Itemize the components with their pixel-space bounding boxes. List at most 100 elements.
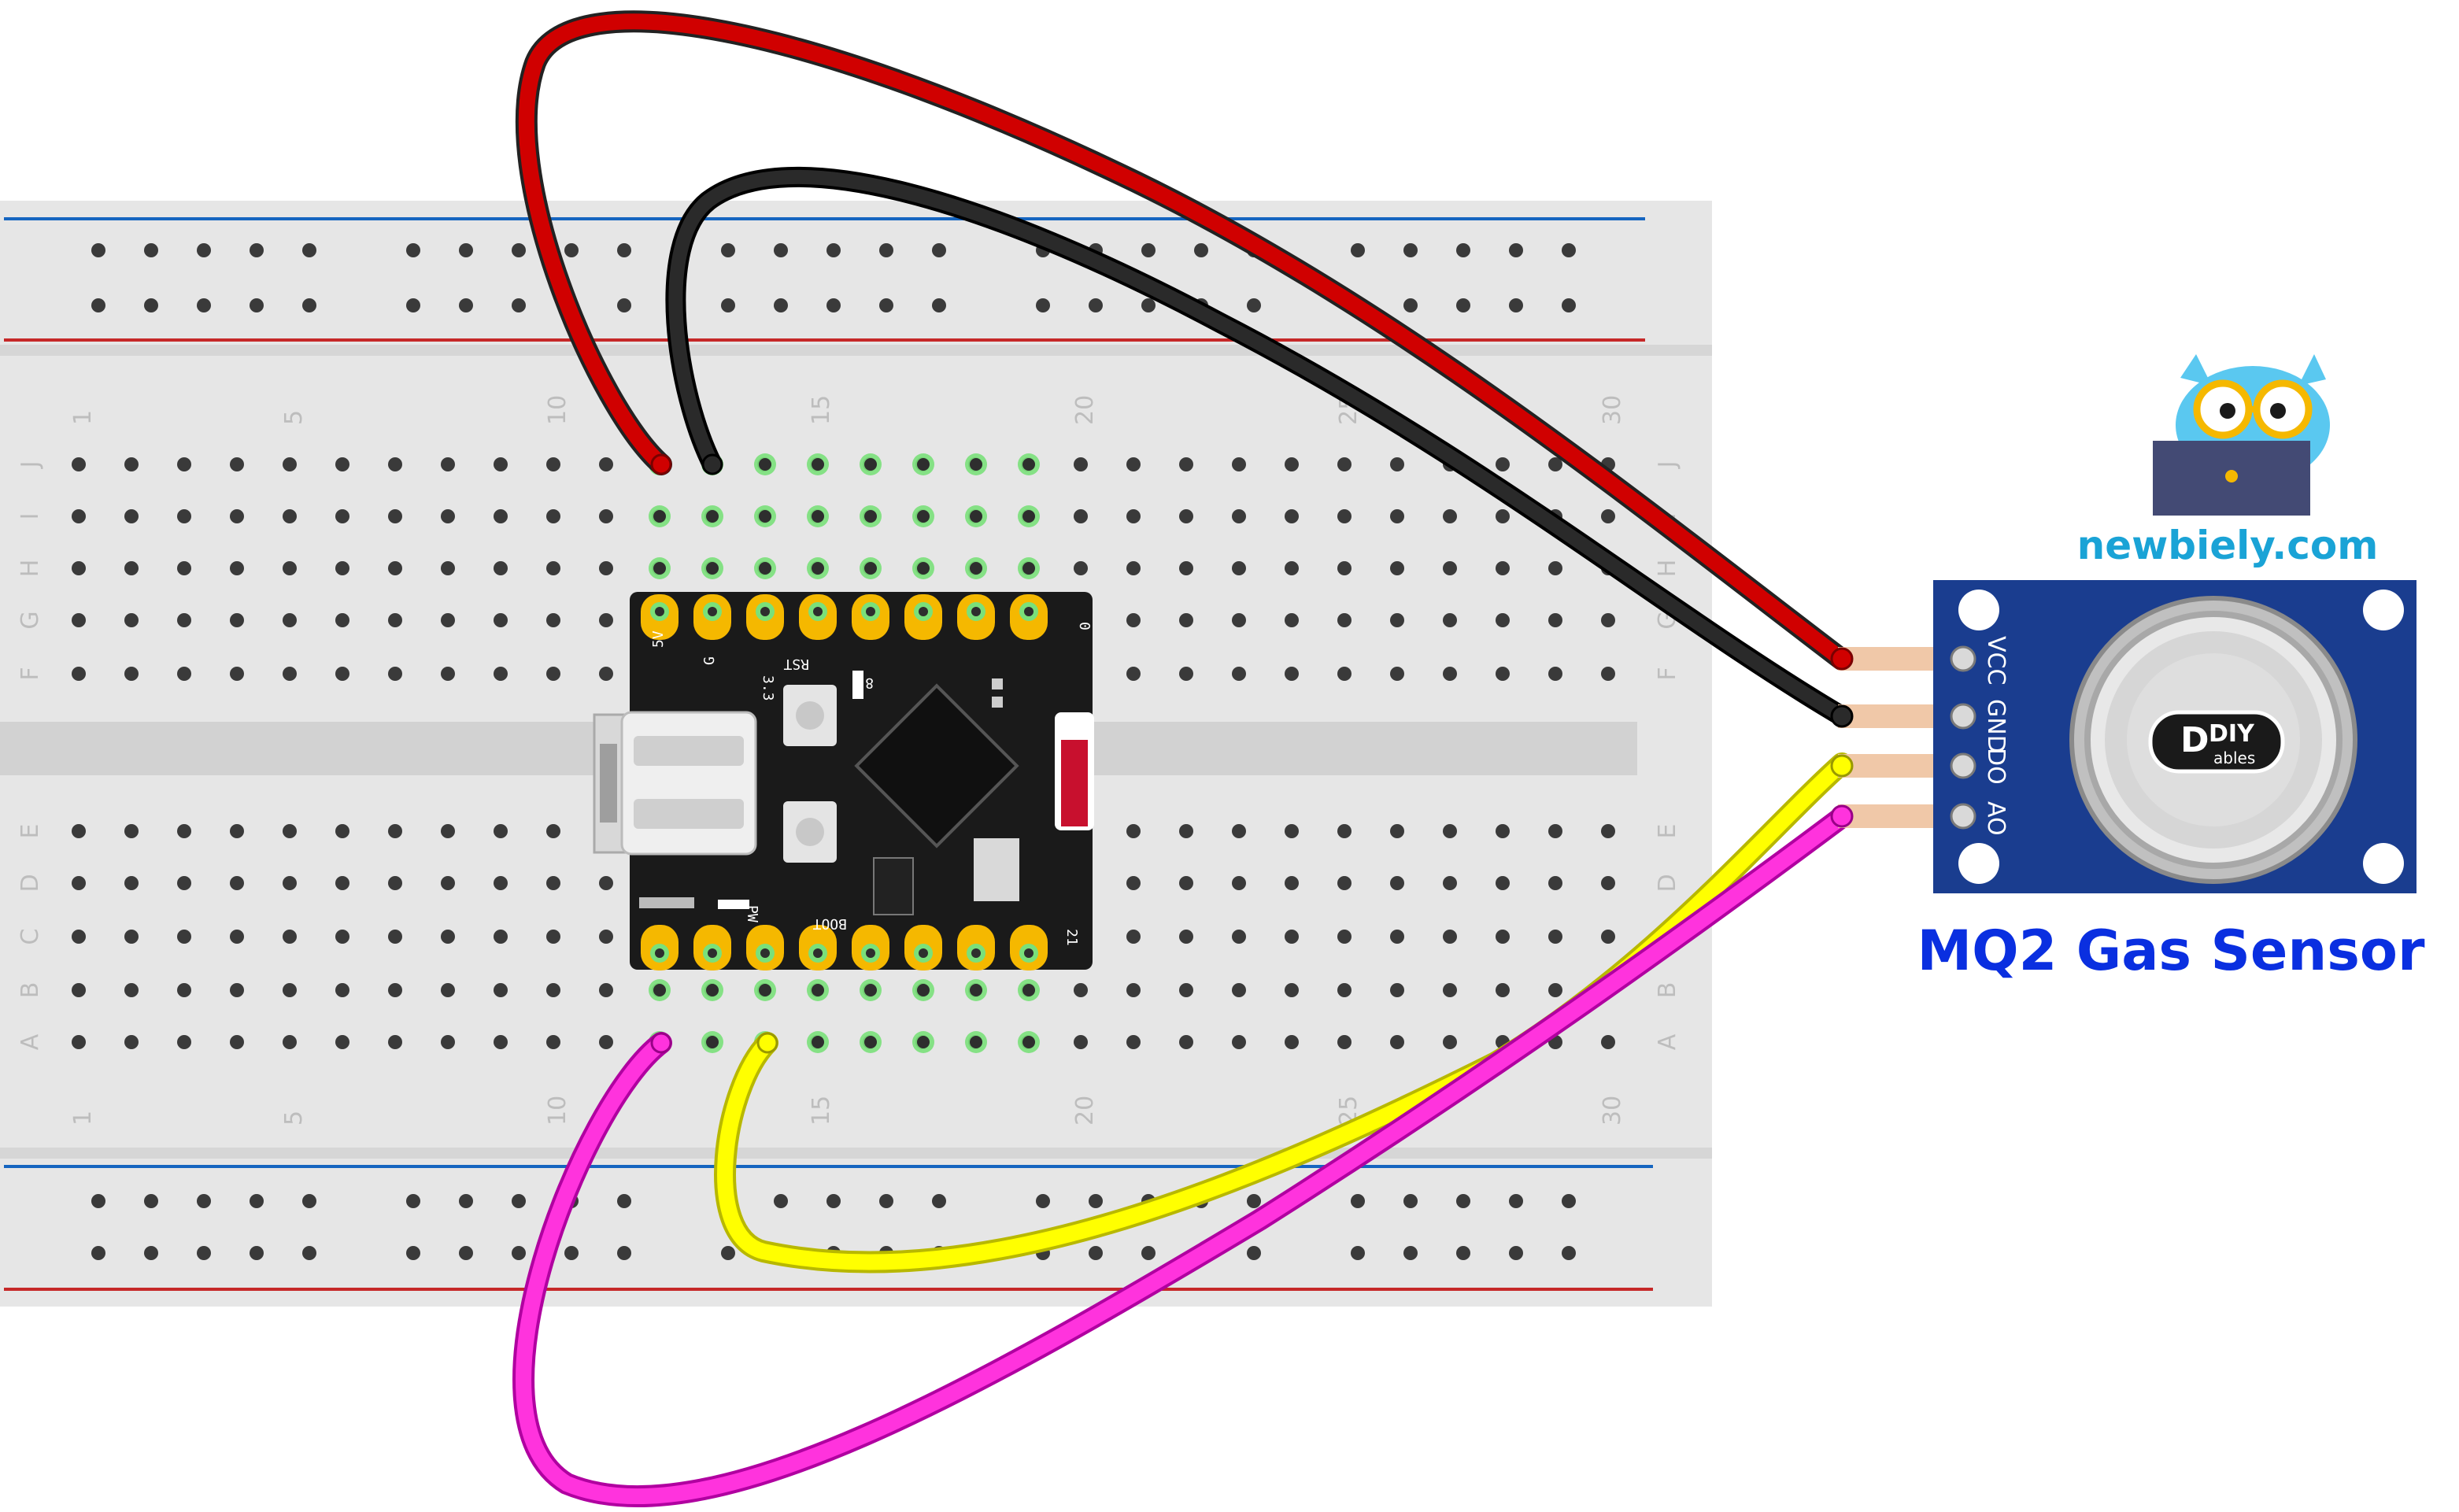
connected-bottom-r0-c15-core bbox=[812, 984, 824, 996]
rst-button-cap bbox=[796, 701, 824, 730]
hole-bottom-r2-c26 bbox=[1390, 930, 1404, 944]
hole-bottom-r2-c2 bbox=[124, 930, 139, 944]
label-rst: RST bbox=[783, 656, 809, 672]
hole-top-r0-c20 bbox=[1074, 457, 1088, 471]
board-pad-hole-core-bottom-13 bbox=[708, 948, 717, 958]
rail-top-hole-g4-r0-k2 bbox=[1456, 243, 1470, 257]
diagram-title: MQ2 Gas Sensor bbox=[1917, 919, 2425, 983]
hole-top-r2-c3 bbox=[177, 561, 191, 575]
hole-top-r4-c6 bbox=[335, 667, 349, 681]
hole-top-r2-c23 bbox=[1232, 561, 1246, 575]
rail-top-hole-g4-r0-k4 bbox=[1562, 243, 1576, 257]
hole-top-r0-c11 bbox=[599, 457, 613, 471]
hole-top-r0-c4 bbox=[230, 457, 244, 471]
hole-bottom-r3-c23 bbox=[1232, 983, 1246, 997]
rail-bottom-hole-g0-r0-k1 bbox=[144, 1194, 158, 1208]
rail-top-hole-g3-r1-k4 bbox=[1247, 298, 1261, 312]
hole-bottom-r3-c2 bbox=[124, 983, 139, 997]
hole-top-r3-c28 bbox=[1496, 613, 1510, 627]
rail-top-hole-g0-r1-k4 bbox=[302, 298, 316, 312]
hole-top-r3-c29 bbox=[1548, 613, 1562, 627]
hole-bottom-r0-c5 bbox=[283, 824, 297, 838]
hole-top-r1-c22 bbox=[1179, 509, 1193, 523]
hole-bottom-r1-c10 bbox=[546, 876, 560, 890]
rail-bottom-hole-g0-r1-k4 bbox=[302, 1246, 316, 1260]
hole-bottom-r2-c27 bbox=[1443, 930, 1457, 944]
connected-top-r1-c17-core bbox=[917, 510, 930, 523]
hole-bottom-r1-c5 bbox=[283, 876, 297, 890]
hole-bottom-r3-c20 bbox=[1074, 983, 1088, 997]
wire-end-dots bbox=[650, 453, 778, 1054]
col-label-bottom-10: 10 bbox=[544, 1096, 571, 1126]
row-label-left-J: J bbox=[17, 461, 44, 470]
hole-top-r0-c5 bbox=[283, 457, 297, 471]
hole-bottom-r1-c26 bbox=[1390, 876, 1404, 890]
connected-bottom-r0-c17-core bbox=[917, 984, 930, 996]
hole-top-r2-c9 bbox=[494, 561, 508, 575]
col-label-top-20: 20 bbox=[1071, 395, 1099, 425]
rail-top-hole-g1-r1-k0 bbox=[406, 298, 420, 312]
hole-top-r0-c3 bbox=[177, 457, 191, 471]
connected-top-r0-c16-core bbox=[864, 458, 877, 471]
rail-top-hole-g3-r1-k2 bbox=[1141, 298, 1156, 312]
rail-bottom-hole-g1-r1-k3 bbox=[564, 1246, 579, 1260]
col-label-bottom-30: 30 bbox=[1599, 1096, 1626, 1126]
smd-power-led bbox=[718, 900, 749, 909]
sensor-pad-gnd bbox=[1950, 703, 1976, 730]
rail-top-hole-g2-r0-k1 bbox=[774, 243, 788, 257]
rail-top-hole-g4-r0-k0 bbox=[1351, 243, 1365, 257]
hole-bottom-r0-c10 bbox=[546, 824, 560, 838]
diyables-logo-badge bbox=[2148, 710, 2285, 774]
hole-top-r1-c1 bbox=[72, 509, 86, 523]
connected-bottom-r0-c13-core bbox=[706, 984, 719, 996]
hole-top-r3-c27 bbox=[1443, 613, 1457, 627]
rail-top-hole-g1-r0-k4 bbox=[617, 243, 631, 257]
col-label-top-15: 15 bbox=[808, 395, 835, 425]
hole-top-r1-c4 bbox=[230, 509, 244, 523]
connected-top-r2-c16-core bbox=[864, 562, 877, 575]
hole-top-r3-c25 bbox=[1337, 613, 1352, 627]
label-0: 0 bbox=[1076, 622, 1093, 630]
hole-bottom-r4-c22 bbox=[1179, 1035, 1193, 1049]
row-label-left-H: H bbox=[17, 560, 44, 578]
rail-bottom-hole-g1-r1-k1 bbox=[459, 1246, 473, 1260]
hole-top-r3-c30 bbox=[1601, 613, 1615, 627]
hole-bottom-r1-c9 bbox=[494, 876, 508, 890]
hole-top-r4-c28 bbox=[1496, 667, 1510, 681]
hole-bottom-r1-c11 bbox=[599, 876, 613, 890]
hole-bottom-r2-c6 bbox=[335, 930, 349, 944]
rail-top-hole-g0-r1-k1 bbox=[144, 298, 158, 312]
connected-top-r2-c18-core bbox=[970, 562, 982, 575]
hole-top-r4-c27 bbox=[1443, 667, 1457, 681]
brand-name: newbiely.com bbox=[2077, 523, 2379, 568]
hole-top-r3-c11 bbox=[599, 613, 613, 627]
board-pad-hole-core-bottom-15 bbox=[813, 948, 823, 958]
rail-top-hole-g2-r1-k2 bbox=[826, 298, 841, 312]
row-label-left-A: A bbox=[17, 1033, 44, 1050]
connected-bottom-r0-c12-core bbox=[653, 984, 666, 996]
smd-resistor bbox=[639, 897, 694, 908]
hole-top-r3-c26 bbox=[1390, 613, 1404, 627]
rail-bottom-hole-g0-r0-k4 bbox=[302, 1194, 316, 1208]
hole-top-r4-c26 bbox=[1390, 667, 1404, 681]
hole-bottom-r3-c4 bbox=[230, 983, 244, 997]
hole-bottom-r2-c29 bbox=[1548, 930, 1562, 944]
hole-top-r0-c25 bbox=[1337, 457, 1352, 471]
hole-top-r0-c6 bbox=[335, 457, 349, 471]
hole-bottom-r1-c21 bbox=[1126, 876, 1141, 890]
rail-top-hole-g2-r0-k3 bbox=[879, 243, 893, 257]
sensor-mount-hole-tl bbox=[1958, 590, 1999, 630]
hole-bottom-r2-c22 bbox=[1179, 930, 1193, 944]
connected-top-r2-c14-core bbox=[759, 562, 771, 575]
hole-bottom-r1-c6 bbox=[335, 876, 349, 890]
board-pad-hole-core-top-13 bbox=[708, 607, 717, 616]
rail-bottom-hole-g3-r0-k4 bbox=[1247, 1194, 1261, 1208]
wire-yellow-do bbox=[717, 756, 1850, 1270]
connected-top-r1-c13-core bbox=[706, 510, 719, 523]
connected-top-r1-c18-core bbox=[970, 510, 982, 523]
connected-top-r0-c15-core bbox=[812, 458, 824, 471]
hole-bottom-r3-c22 bbox=[1179, 983, 1193, 997]
hole-top-r4-c25 bbox=[1337, 667, 1352, 681]
hole-bottom-r0-c23 bbox=[1232, 824, 1246, 838]
